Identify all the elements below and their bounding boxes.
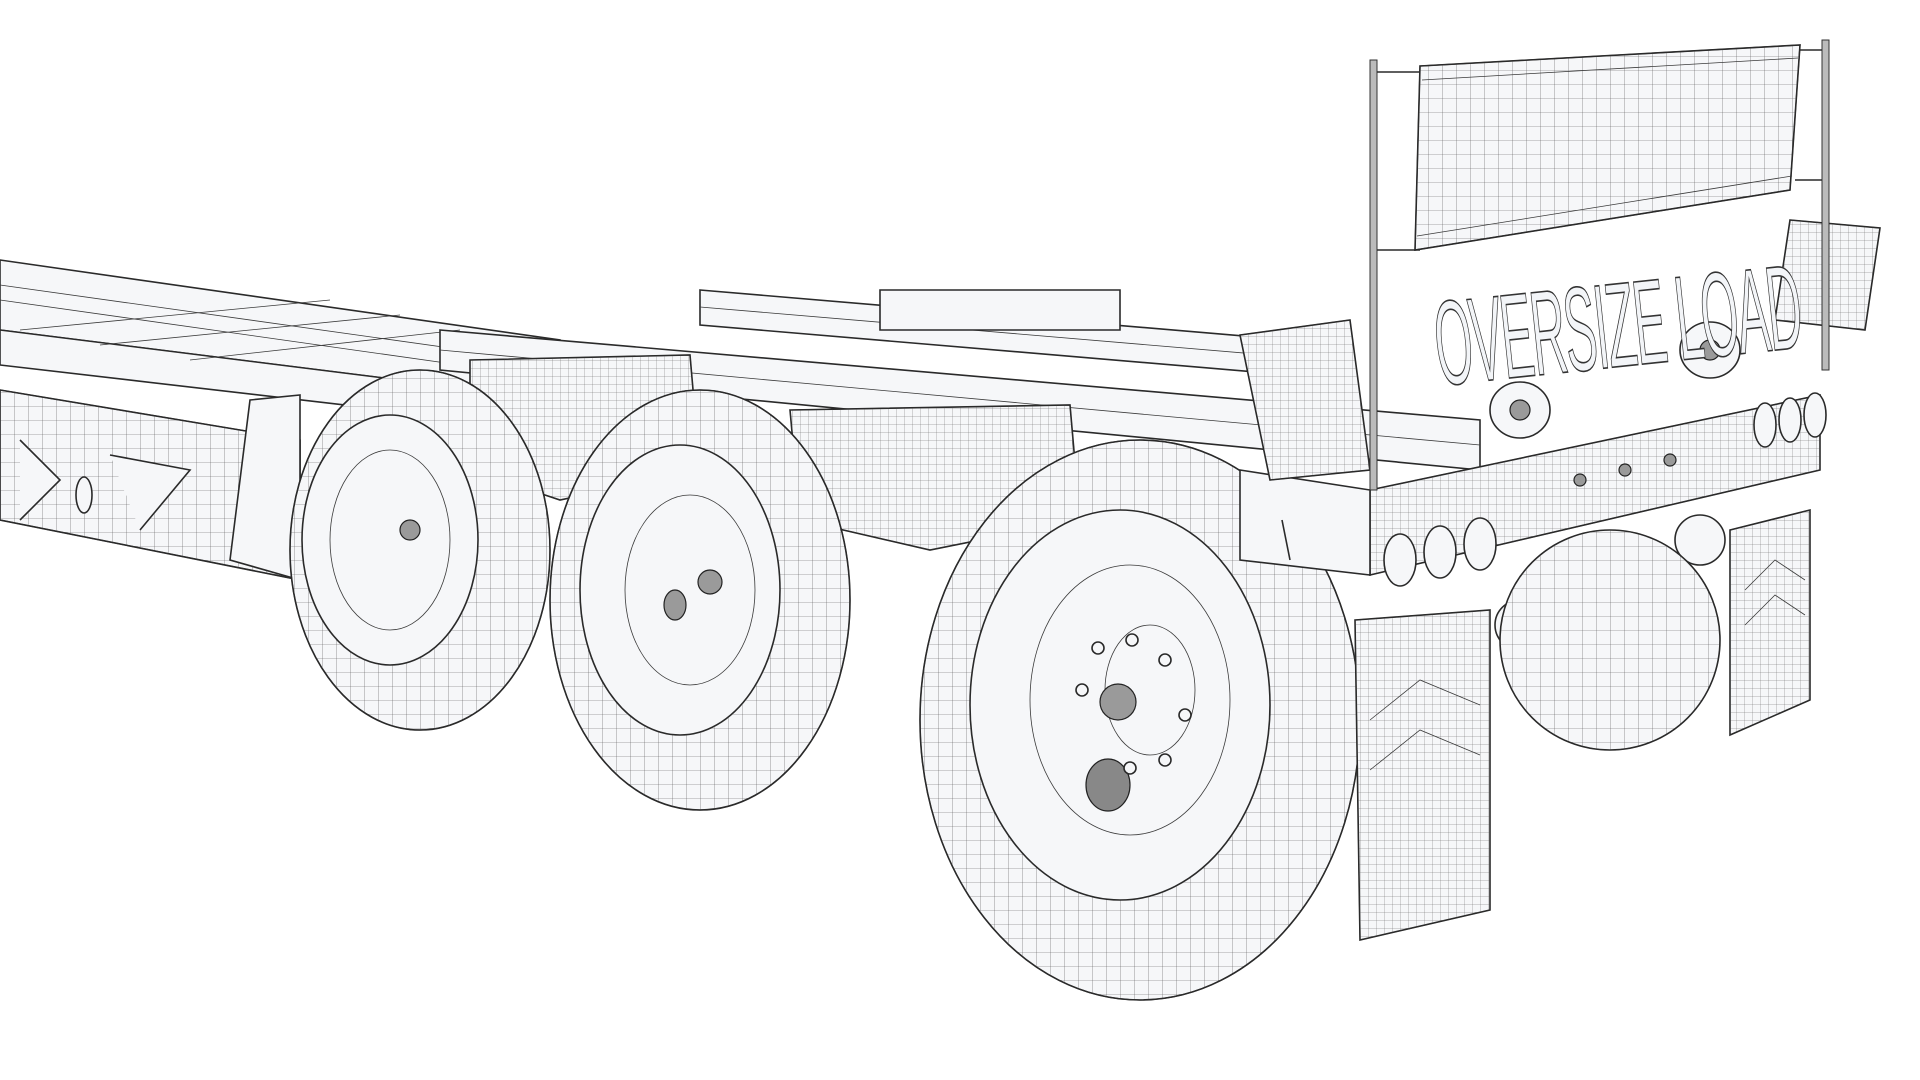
tail-light-icon — [1778, 397, 1802, 443]
tail-light-icon — [1423, 525, 1457, 579]
marker-lights — [1573, 453, 1677, 487]
rear-light-cluster-left — [1383, 517, 1497, 587]
wheel-rear-right — [1499, 529, 1721, 751]
tail-light-icon — [1463, 517, 1497, 571]
oversize-load-sign: OVERSIZE LOAD — [1414, 44, 1807, 412]
hub-icon — [399, 519, 421, 541]
hub-icon — [1099, 683, 1137, 721]
tail-light-icon — [1803, 392, 1827, 438]
tie-down-ring — [75, 476, 93, 514]
wheel-axle-3 — [919, 439, 1361, 1001]
hinge-eyes — [1489, 321, 1741, 651]
flag-left — [1239, 319, 1371, 561]
hub-icon — [697, 569, 723, 595]
rear-light-cluster-right — [1753, 392, 1827, 448]
wheel-axle-2 — [549, 389, 851, 811]
wheel-axle-1 — [289, 369, 551, 731]
sign-poles — [1369, 39, 1830, 491]
mudflap-right — [1729, 508, 1811, 737]
tail-light-icon — [1753, 402, 1777, 448]
sign-text: OVERSIZE LOAD — [1428, 240, 1807, 411]
mudflap-left — [1354, 609, 1491, 942]
tail-light-icon — [1383, 533, 1417, 587]
